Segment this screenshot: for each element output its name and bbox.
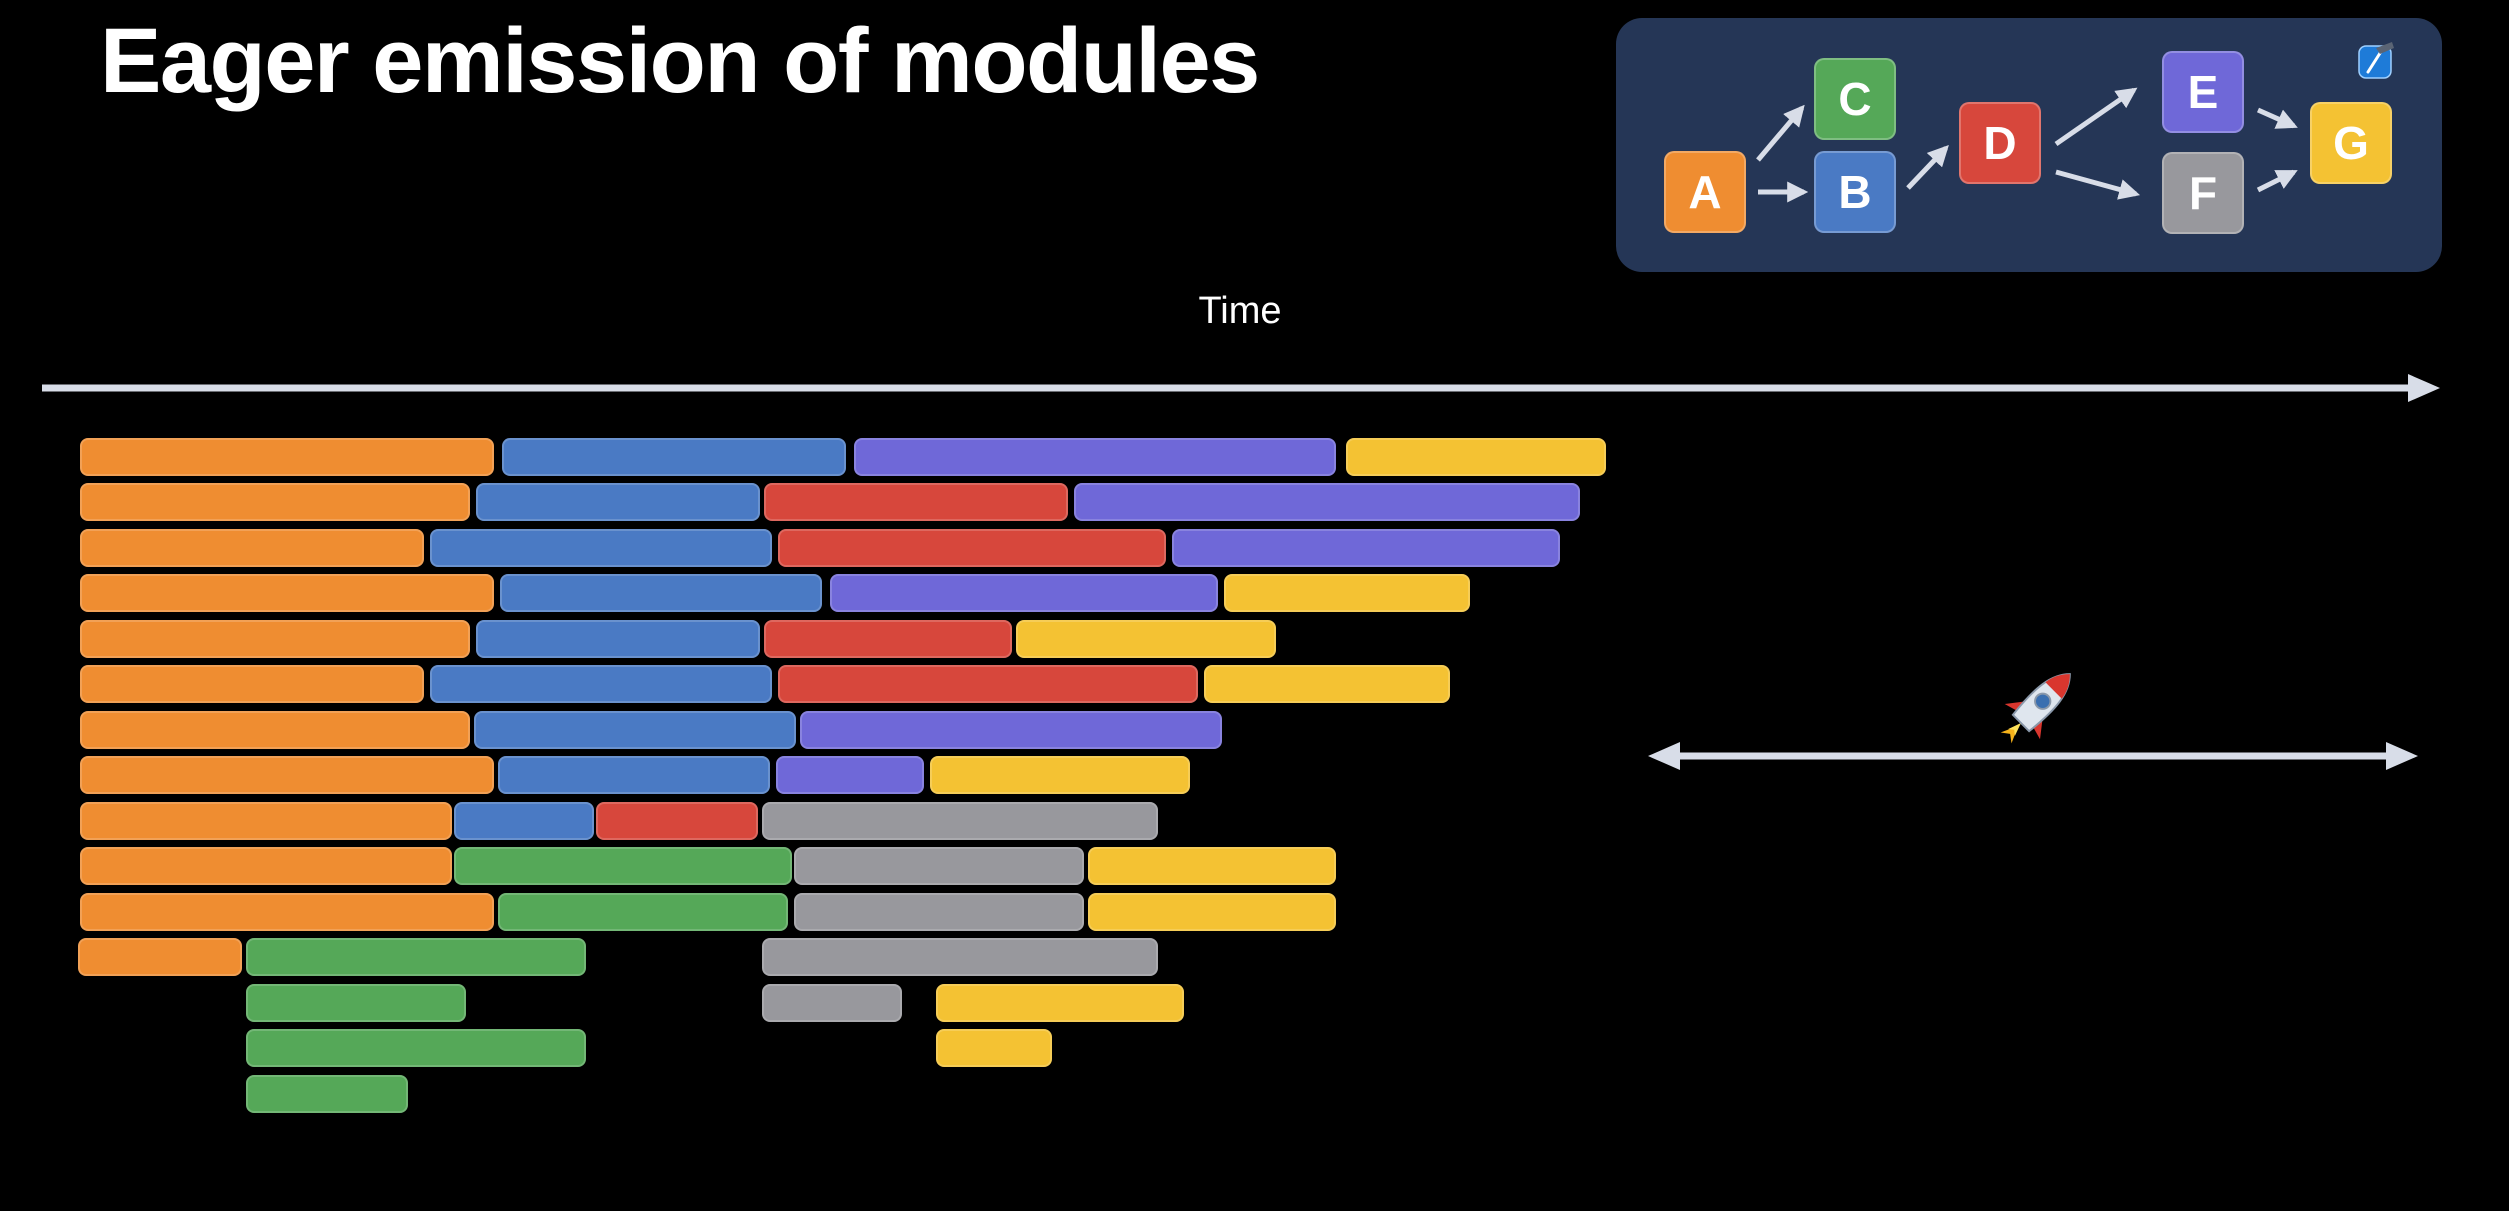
task-bar: [80, 529, 424, 567]
task-bar: [794, 847, 1084, 885]
task-bar: [854, 438, 1336, 476]
task-bar: [1088, 847, 1336, 885]
edge-e-g: [2256, 107, 2298, 129]
task-bar: [476, 620, 760, 658]
task-bar: [498, 893, 788, 931]
time-arrow-head: [2408, 374, 2440, 402]
task-bar: [1016, 620, 1276, 658]
node-g-label: G: [2333, 117, 2369, 169]
task-bar: [80, 893, 494, 931]
task-bar: [246, 1075, 408, 1113]
speedup-arrow-head-left: [1648, 742, 1680, 770]
task-bar: [80, 574, 494, 612]
task-bar: [80, 802, 452, 840]
task-bar: [794, 893, 1084, 931]
task-bar: [764, 620, 1012, 658]
task-bar: [800, 711, 1222, 749]
task-bar: [80, 438, 494, 476]
node-d: D: [1959, 102, 2041, 184]
node-d-label: D: [1983, 117, 2017, 169]
slide-title: Eager emission of modules: [100, 10, 1260, 112]
task-bar: [1088, 893, 1336, 931]
speedup-arrow-head-right: [2386, 742, 2418, 770]
task-bar: [80, 483, 470, 521]
task-bar: [80, 756, 494, 794]
task-bar: [80, 665, 424, 703]
node-e-label: E: [2187, 66, 2219, 118]
graph-edges: [1756, 87, 2298, 203]
task-bar: [498, 756, 770, 794]
task-bar: [80, 847, 452, 885]
node-g: G: [2310, 102, 2392, 184]
task-bar: [762, 984, 902, 1022]
task-bar: [246, 938, 586, 976]
task-bar: [762, 938, 1158, 976]
edge-b-d: [1906, 144, 1949, 190]
task-bar: [764, 483, 1068, 521]
edge-d-e: [2054, 87, 2138, 147]
task-bar: [80, 711, 470, 749]
task-bar: [930, 756, 1190, 794]
edge-d-f: [2055, 169, 2141, 200]
node-b-label: B: [1838, 166, 1872, 218]
task-bar: [762, 802, 1158, 840]
node-c-label: C: [1838, 73, 1872, 125]
node-b: B: [1814, 151, 1896, 233]
node-e: E: [2162, 51, 2244, 133]
task-bar: [454, 847, 792, 885]
task-bar: [830, 574, 1218, 612]
node-a-label: A: [1688, 166, 1722, 218]
task-bar: [78, 938, 242, 976]
task-bar: [454, 802, 594, 840]
node-f-label: F: [2188, 167, 2218, 219]
task-bar: [246, 984, 466, 1022]
task-bar: [1224, 574, 1470, 612]
edge-a-c: [1756, 104, 1805, 162]
task-bar: [430, 529, 772, 567]
task-bar: [430, 665, 772, 703]
task-bar: [1172, 529, 1560, 567]
task-bar: [1074, 483, 1580, 521]
task-bar: [936, 984, 1184, 1022]
task-bar: [246, 1029, 586, 1067]
task-bar: [778, 665, 1198, 703]
task-bar: [1204, 665, 1450, 703]
task-bar: [776, 756, 924, 794]
task-bar: [502, 438, 846, 476]
node-c: C: [1814, 58, 1896, 140]
task-bar: [474, 711, 796, 749]
task-bar: [476, 483, 760, 521]
node-f: F: [2162, 152, 2244, 234]
task-bar: [778, 529, 1166, 567]
task-bar: [80, 620, 470, 658]
task-bar: [500, 574, 822, 612]
node-a: A: [1664, 151, 1746, 233]
task-bar: [596, 802, 758, 840]
dependency-graph-panel: A B C D E F G: [1616, 18, 2442, 272]
rocket-icon: [2000, 673, 2071, 744]
time-label: Time: [1198, 290, 1282, 332]
edge-f-g: [2256, 169, 2298, 193]
task-bar: [936, 1029, 1052, 1067]
xcode-icon: [2358, 42, 2394, 79]
task-bar: [1346, 438, 1606, 476]
